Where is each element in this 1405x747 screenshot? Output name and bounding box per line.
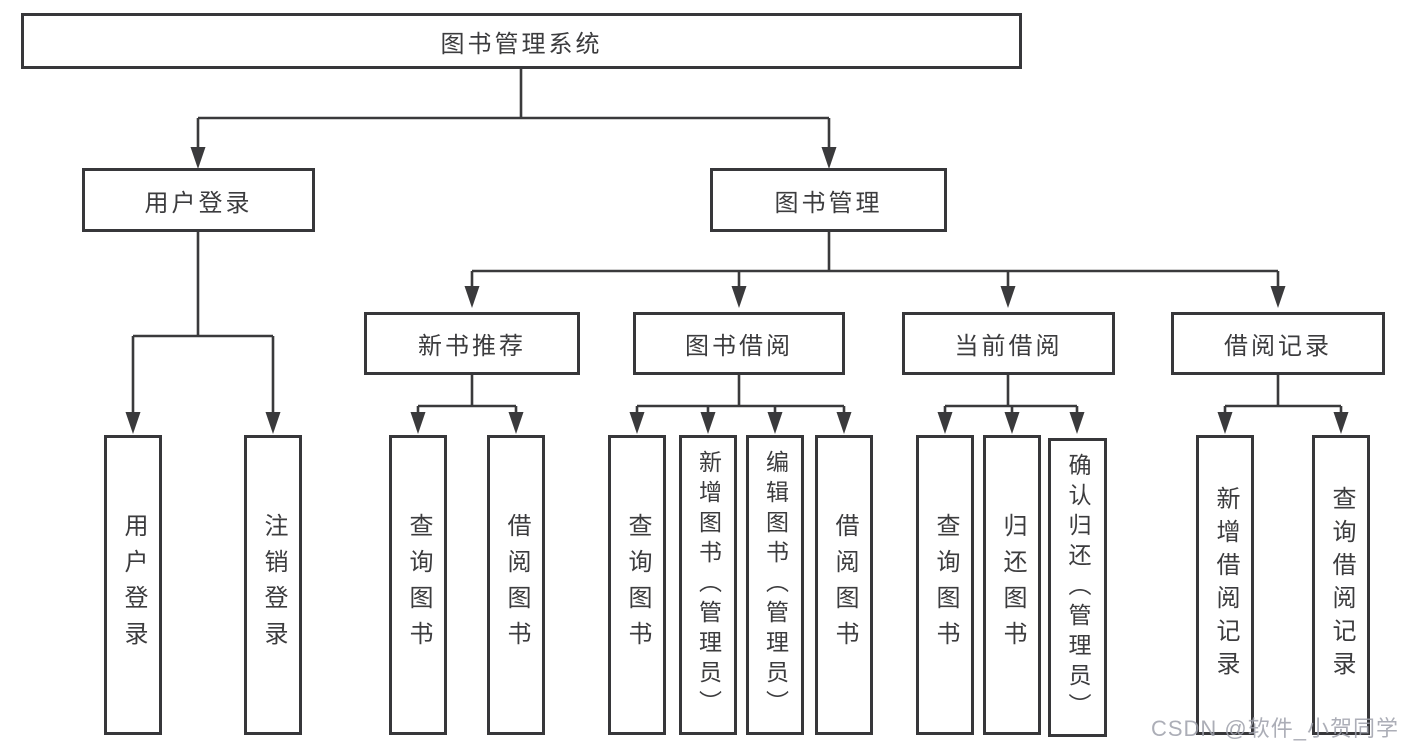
node-label: 用户登录 [120,513,147,657]
node-label: 注销登录 [260,513,287,657]
node-label: 借阅记录 [1224,333,1332,360]
connector-root-to-level2 [190,69,837,169]
leaf-borrow-books: 借阅图书 [815,435,873,735]
leaf-query-borrow-record: 查询借阅记录 [1312,435,1370,735]
leaf-logout: 注销登录 [244,435,302,735]
connector-bookmgmt-to-level3 [464,232,1286,308]
connector-current-to-leaves [937,375,1085,434]
node-label: 查询图书 [624,513,651,657]
node-label: 查询借阅记录 [1328,486,1355,684]
node-book-management: 图书管理 [710,168,947,232]
node-label: 图书借阅 [685,333,793,360]
node-label: 借阅图书 [831,513,858,657]
node-label: 借阅图书 [503,513,530,657]
leaf-add-borrow-record: 新增借阅记录 [1196,435,1254,735]
node-label: 查询图书 [932,513,959,657]
node-borrowing-records: 借阅记录 [1171,312,1385,375]
csdn-watermark: CSDN @软件_小贺同学 [1150,716,1399,741]
leaf-return-books: 归还图书 [983,435,1041,735]
leaf-borrow-books-recommend: 借阅图书 [487,435,545,735]
node-label: 图书管理系统 [440,30,603,58]
node-label: 确认归还（管理员） [1065,452,1091,723]
node-label: 用户登录 [144,189,253,217]
node-label: 新增借阅记录 [1212,486,1239,684]
connector-userlogin-to-leaves [125,232,281,434]
node-label: 编辑图书（管理员） [762,450,789,720]
leaf-confirm-return-admin: 确认归还（管理员） [1048,438,1107,737]
node-book-borrowing: 图书借阅 [633,312,845,375]
connector-records-to-leaves [1217,375,1349,434]
node-library-management-system: 图书管理系统 [21,13,1022,69]
node-user-login: 用户登录 [82,168,315,232]
leaf-query-books-current: 查询图书 [916,435,974,735]
node-current-borrowing: 当前借阅 [902,312,1115,375]
leaf-add-books-admin: 新增图书（管理员） [679,435,737,735]
node-new-book-recommend: 新书推荐 [364,312,580,375]
connector-newbooks-to-leaves [410,375,524,434]
node-label: 归还图书 [999,513,1026,657]
leaf-query-books-borrow: 查询图书 [608,435,666,735]
node-label: 新书推荐 [418,333,526,360]
node-label: 当前借阅 [954,333,1063,360]
leaf-user-login: 用户登录 [104,435,162,735]
node-label: 查询图书 [405,513,432,657]
node-label: 图书管理 [774,189,883,217]
node-label: 新增图书（管理员） [695,450,722,720]
leaf-edit-books-admin: 编辑图书（管理员） [746,435,804,735]
leaf-query-books-recommend: 查询图书 [389,435,447,735]
connector-borrow-to-leaves [629,375,852,434]
